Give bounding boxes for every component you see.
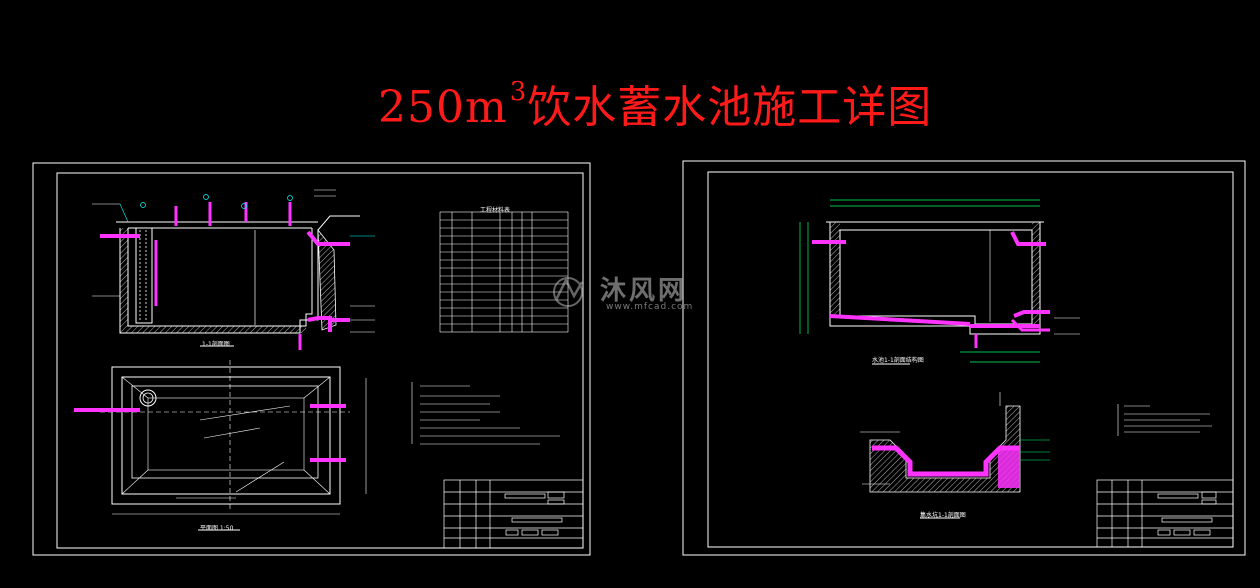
drawing-title: 250m3饮水蓄水池施工详图	[378, 62, 958, 133]
right-sheet	[682, 160, 1246, 556]
right-section-view	[799, 199, 1080, 365]
material-table-title: 工程材料表	[480, 207, 511, 214]
title-prefix: 250m	[378, 82, 508, 133]
right-section-label: 水池1-1剖面结构图	[872, 357, 924, 364]
watermark-brand: 沐风网	[600, 276, 688, 306]
right-detail-view	[860, 392, 1050, 519]
left-sheet	[32, 162, 591, 556]
title-rest: 饮水蓄水池施工详图	[527, 82, 933, 133]
left-section-view	[92, 189, 375, 350]
left-plan-view	[74, 360, 367, 531]
left-notes	[411, 382, 560, 445]
watermark-url: www.mfcad.com	[606, 302, 694, 312]
title-superscript: 3	[509, 77, 528, 107]
left-section-label: 1-1剖面图	[202, 341, 230, 348]
right-title-block	[1096, 479, 1234, 548]
material-table	[439, 211, 569, 333]
left-plan-label: 平面图 1:50	[200, 525, 234, 532]
right-detail-label: 集水坑1-1剖面图	[920, 512, 966, 519]
left-title-block	[443, 479, 584, 549]
right-notes	[1117, 404, 1212, 436]
watermark-logo-icon	[553, 277, 584, 307]
